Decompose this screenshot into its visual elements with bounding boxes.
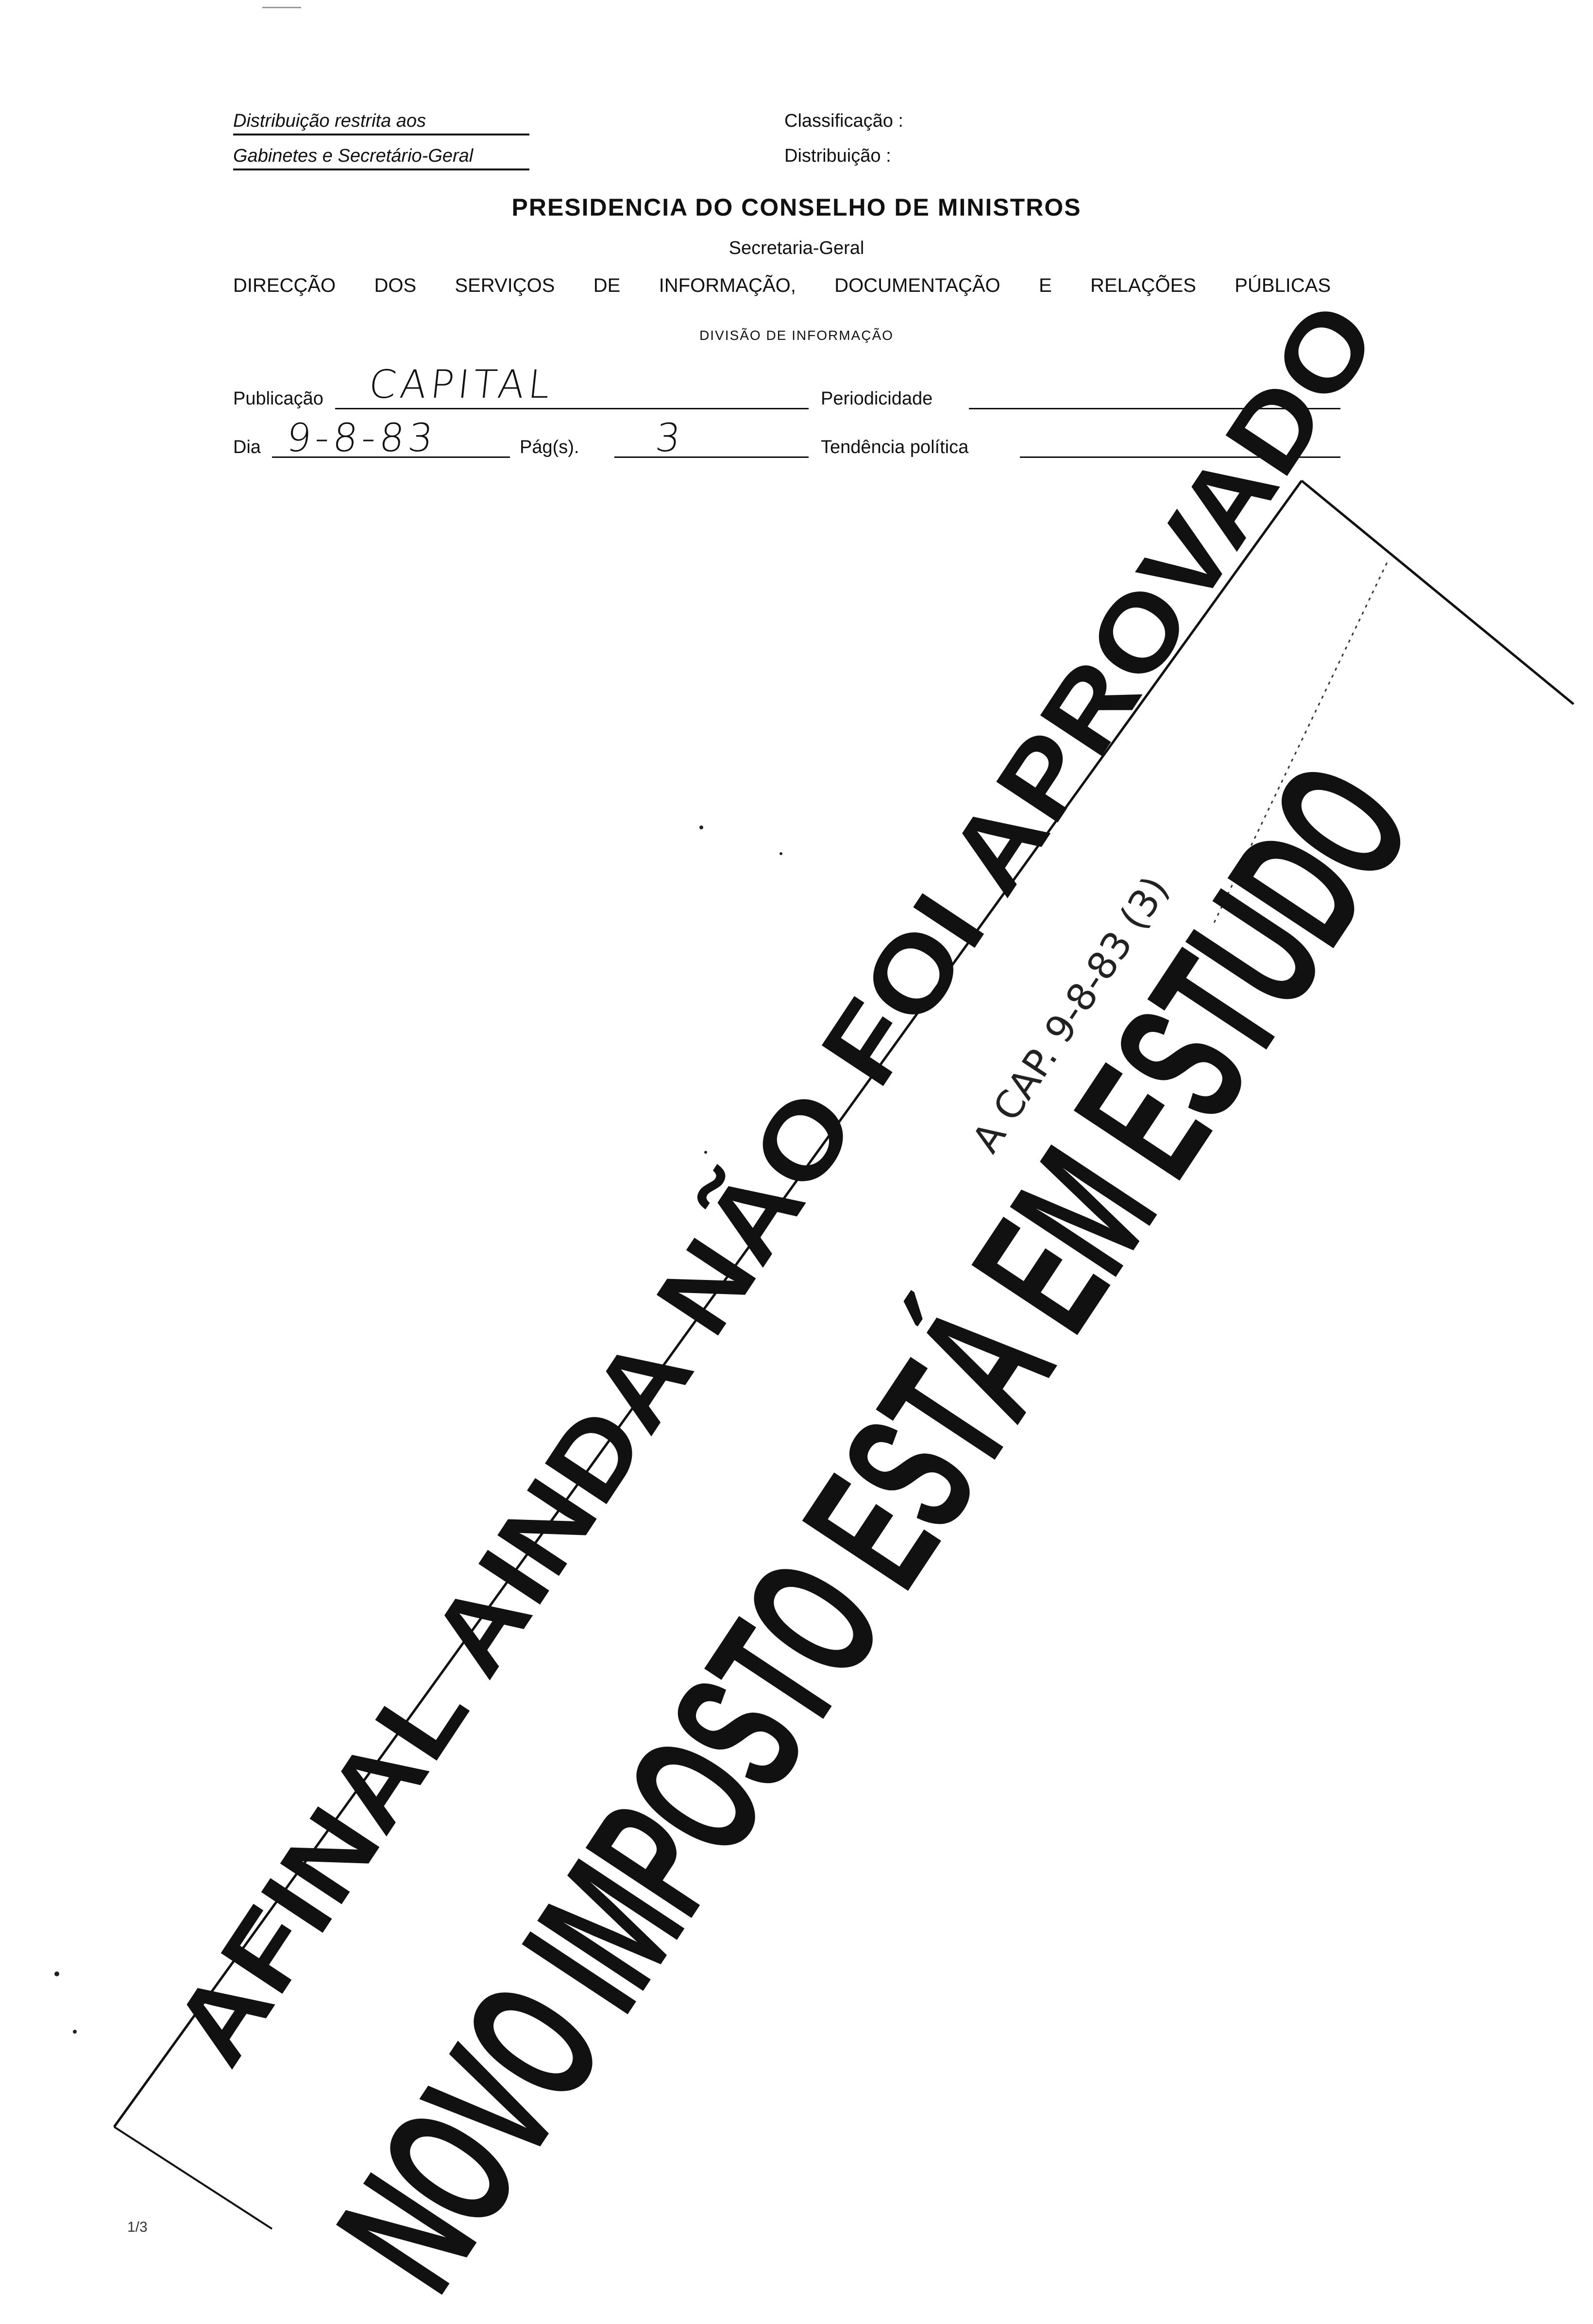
handwritten-reference-note: A CAP. 9-8-83 (3): [964, 869, 1178, 1161]
scan-mark: [262, 7, 301, 8]
day-label: Dia: [233, 437, 261, 457]
pages-underline: [614, 456, 809, 458]
document-subtitle: Secretaria-Geral: [729, 238, 864, 258]
political-tendency-underline: [1020, 456, 1340, 458]
pages-label: Pág(s).: [520, 437, 579, 457]
restricted-distribution-line-1: Distribuição restrita aos: [233, 111, 529, 135]
speck: [54, 1971, 59, 1976]
restricted-distribution-line-2: Gabinetes e Secretário-Geral: [233, 146, 529, 170]
page-mark: 1/3: [127, 2219, 148, 2235]
division-line: DIVISÃO DE INFORMAÇÃO: [699, 328, 894, 343]
day-value: 9-8-83: [284, 415, 440, 460]
headline-upper: AFINAL AINDA NÃO FOI APROVADO: [150, 280, 1401, 2085]
publication-value: CAPITAL: [367, 362, 557, 407]
speck: [780, 852, 782, 855]
day-underline: [272, 456, 510, 458]
classification-label: Classificação :: [784, 111, 903, 131]
political-tendency-label: Tendência política: [821, 437, 969, 457]
speck: [73, 2030, 77, 2034]
headline-lower: NOVO IMPOSTO ESTÁ EM ESTUDO: [299, 731, 1449, 2323]
speck: [704, 1151, 707, 1154]
periodicity-underline: [969, 408, 1340, 409]
distribution-label: Distribuição :: [784, 146, 891, 166]
publication-label: Publicação: [233, 388, 323, 409]
publication-underline: [335, 408, 809, 409]
pages-value: 3: [653, 415, 687, 460]
speck: [699, 825, 703, 829]
periodicity-label: Periodicidade: [821, 388, 933, 409]
document-title: PRESIDENCIA DO CONSELHO DE MINISTROS: [511, 194, 1082, 221]
directorate-line: DIRECÇÃO DOS SERVIÇOS DE INFORMAÇÃO, DOC…: [233, 275, 1331, 296]
